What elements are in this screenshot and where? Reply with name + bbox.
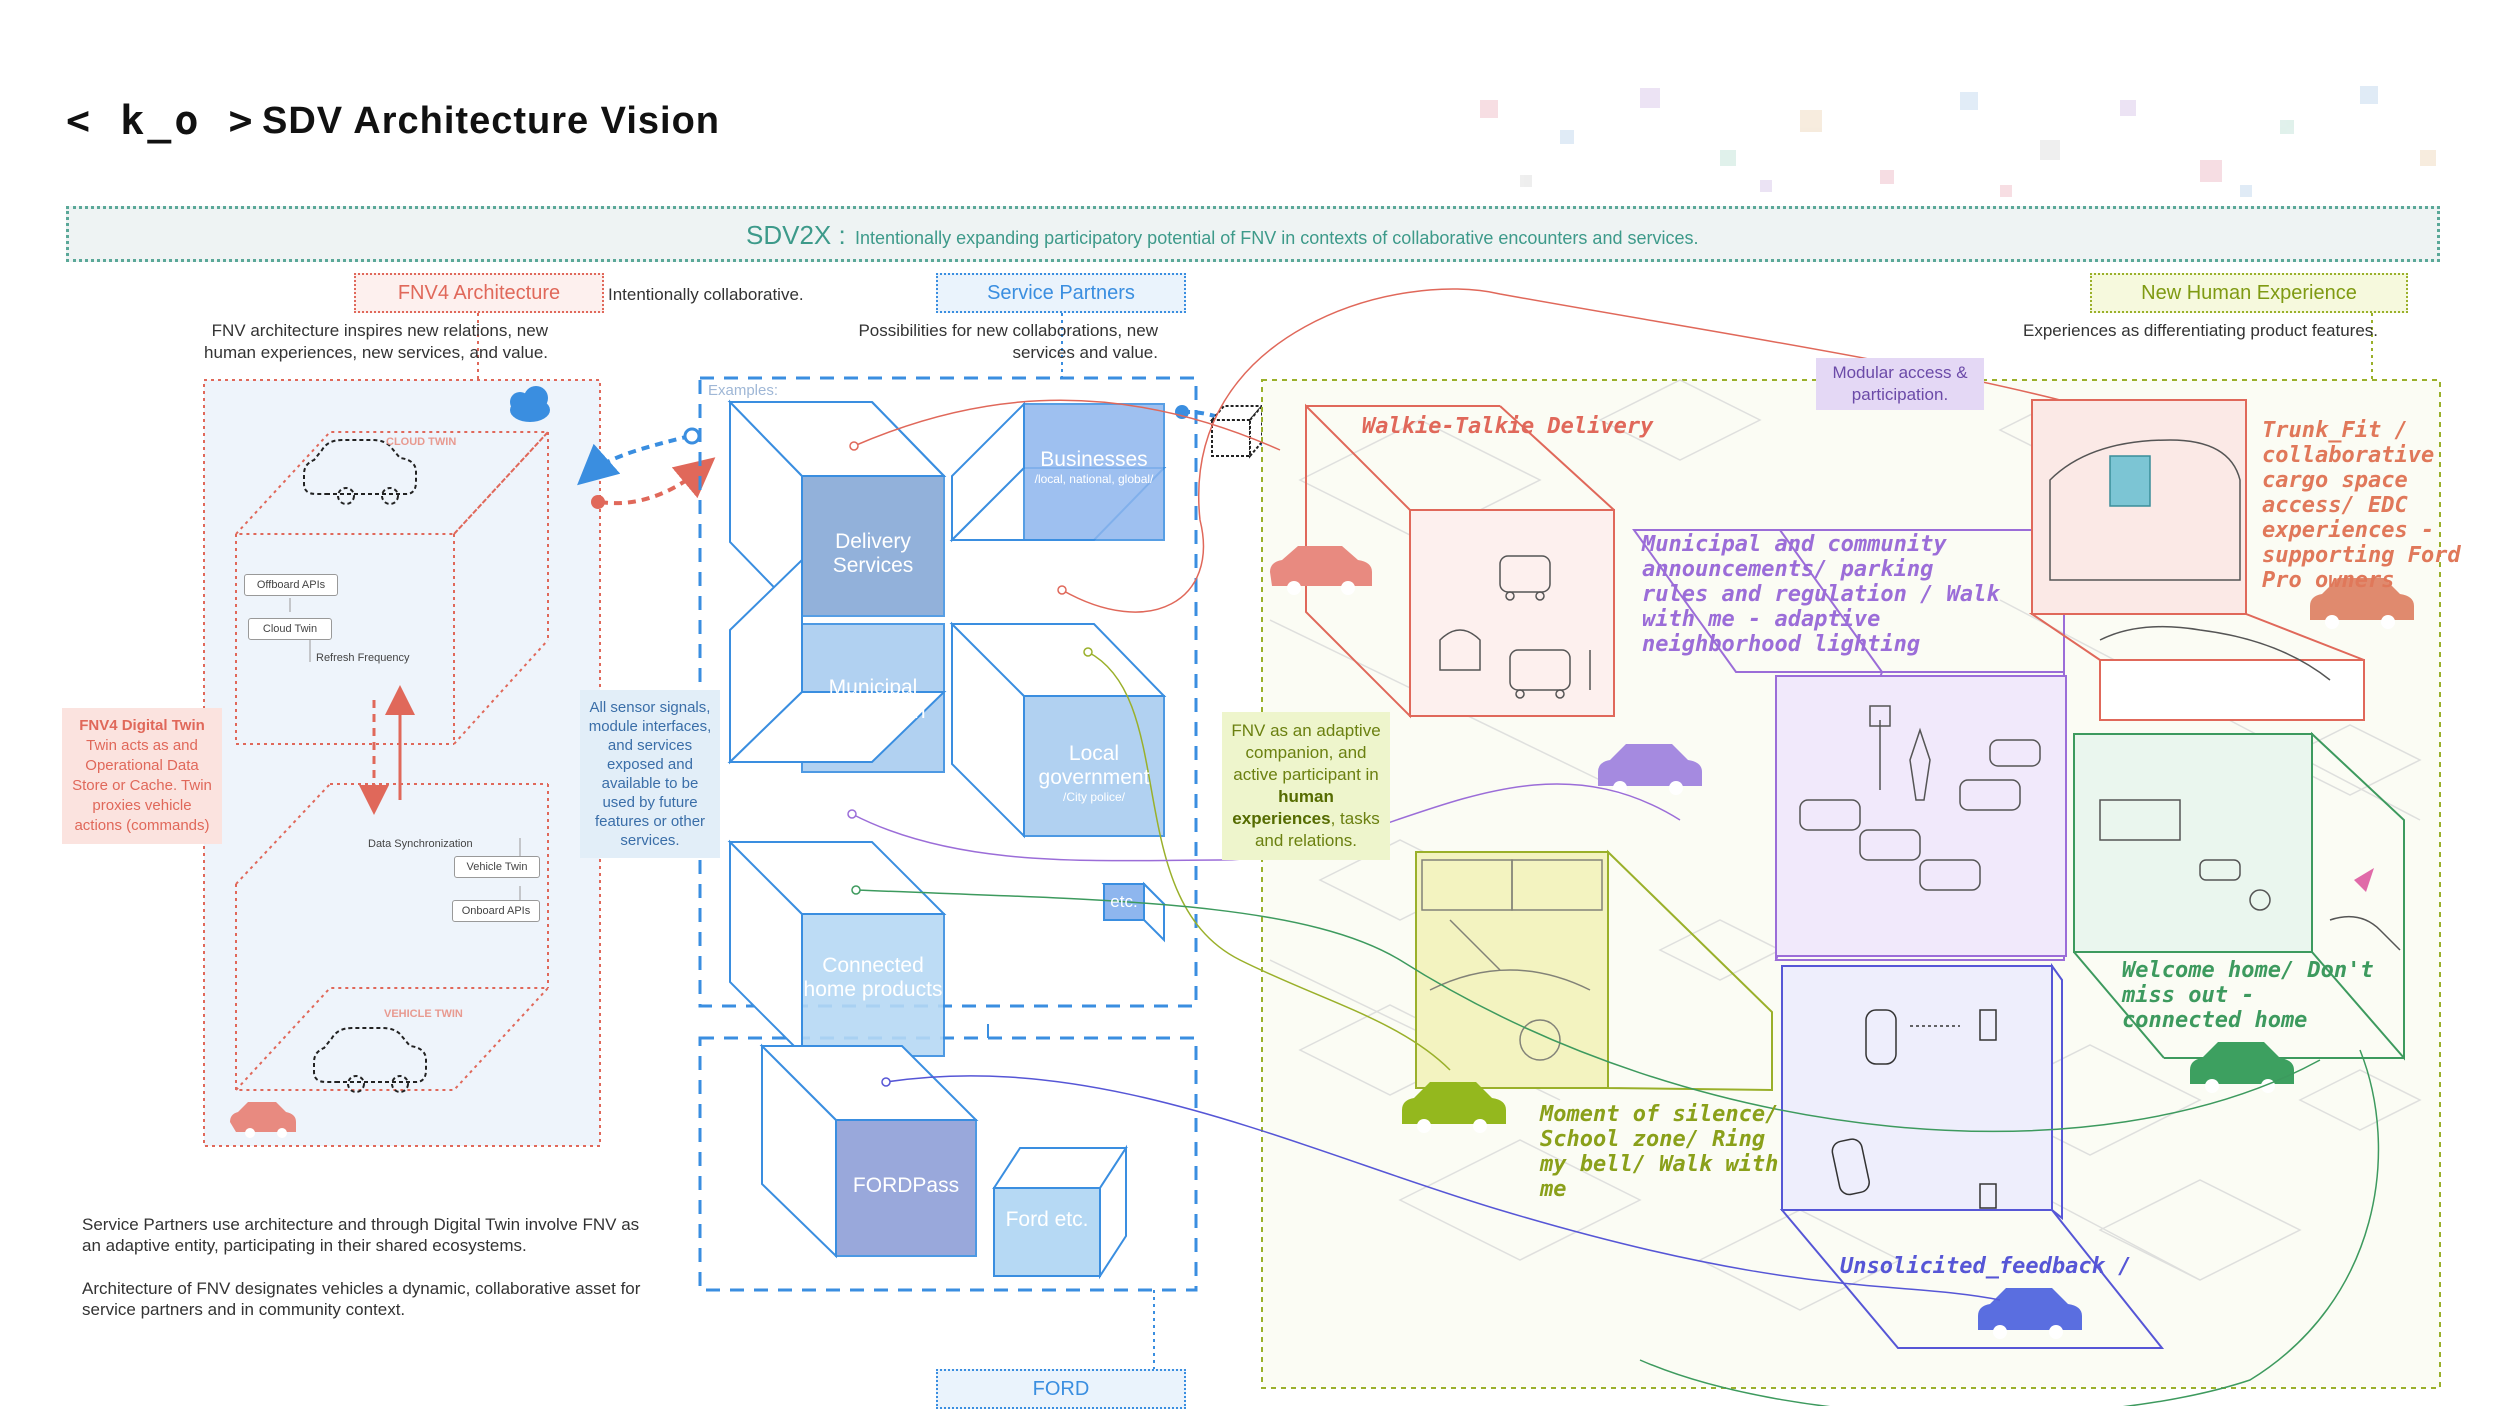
- car-outline-cloud: [303, 439, 417, 505]
- cube-businesses-label: Businesses /local, national, global/: [1024, 448, 1164, 486]
- cube-delivery: [727, 399, 947, 619]
- service-partners-tag: Service Partners: [936, 273, 1186, 313]
- cloud-icon: [510, 386, 550, 422]
- sensor-signals-note: All sensor signals, module interfaces, a…: [580, 690, 720, 858]
- cube-fordpass: [759, 1043, 979, 1259]
- data-sync-label: Data Synchronization: [368, 838, 473, 850]
- bottom-note-2: Architecture of FNV designates vehicles …: [82, 1279, 641, 1319]
- fnv4-architecture-tag: FNV4 Architecture: [354, 273, 604, 313]
- sdv2x-heading: SDV2X :: [746, 220, 846, 250]
- fnv-companion-note: FNV as an adaptive companion, and active…: [1222, 712, 1390, 860]
- service-partners-description: Possibilities for new collaborations, ne…: [858, 321, 1158, 362]
- ford-etc-label: Ford etc.: [1005, 1208, 1089, 1231]
- page-title: SDV Architecture Vision: [262, 100, 721, 142]
- car-icon-purple: [1598, 744, 1702, 795]
- vehicle-twin-cube: [233, 783, 551, 1091]
- cloud-twin-cube: [233, 431, 551, 745]
- etc-label: etc.: [1110, 892, 1138, 911]
- unsolicited-sketch: [1831, 1009, 1997, 1209]
- cloud-twin-label: CLOUD TWIN: [386, 436, 457, 448]
- cube-etc: [1101, 881, 1167, 943]
- fnv4-region: [203, 379, 601, 1147]
- walkie-sketch: [1439, 555, 1591, 699]
- moment-sketch: [1421, 859, 1603, 1061]
- businesses-label: Businesses: [1040, 448, 1148, 471]
- fordpass-label: FORDPass: [852, 1174, 960, 1197]
- cube-ford-etc: [992, 1144, 1128, 1280]
- bottom-notes: Service Partners use architecture and th…: [82, 1214, 642, 1342]
- connected-home-label: Connected home products: [803, 954, 943, 1001]
- businesses-sub: /local, national, global/: [1034, 472, 1154, 486]
- car-icon-lime: [1402, 1082, 1506, 1133]
- car-icon-red: [1270, 546, 1372, 595]
- offboard-apis-box: Offboard APIs: [244, 574, 338, 596]
- vehicle-twin-box: Vehicle Twin: [454, 856, 540, 878]
- unsolicited-box: [1779, 962, 2165, 1349]
- cube-municipal: [727, 557, 947, 773]
- nhe-description: Experiences as differentiating product f…: [2022, 321, 2378, 340]
- car-icon-orange: [2310, 578, 2414, 629]
- fnv-note-pre: FNV as an adaptive companion, and active…: [1231, 721, 1381, 784]
- welcome-home-box: [2073, 731, 2405, 1061]
- modular-access-note: Modular access & participation.: [1816, 358, 1984, 410]
- cube-municipal-label: Municipal corporation: [802, 676, 944, 724]
- trunk-sketch: [2049, 439, 2331, 681]
- parking-sketch: [1799, 705, 2041, 891]
- ford-region: [698, 1036, 1198, 1292]
- cube-connected-home-label: Connected home products: [802, 954, 944, 1002]
- trunk-fit-box: [2028, 399, 2365, 721]
- digital-twin-note: FNV4 Digital Twin Twin acts as and Opera…: [62, 708, 222, 844]
- walkie-talkie-delivery-label: Walkie-Talkie Delivery: [1362, 414, 1654, 439]
- cube-local-government: [949, 621, 1167, 839]
- municipal-corporation-label: Municipal corporation: [820, 676, 926, 723]
- fnv4-description: FNV architecture inspires new relations,…: [204, 321, 548, 362]
- cube-local-gov-label: Local government /City police/: [1024, 742, 1164, 804]
- walkie-talkie-box: [1305, 403, 1615, 719]
- sdv2x-banner: [66, 206, 2440, 262]
- unsolicited-feedback-label: Unsolicited_feedback /: [1840, 1254, 2132, 1279]
- examples-label: Examples:: [708, 382, 779, 399]
- fnv-note-bold: human experiences: [1232, 787, 1334, 828]
- onboard-apis-box: Onboard APIs: [452, 900, 540, 922]
- cube-icon-small: [1209, 403, 1265, 459]
- car-icon-fnv: [230, 1102, 296, 1138]
- car-icon-blue: [1978, 1288, 2082, 1339]
- logo: < k_o >: [66, 98, 256, 144]
- cube-delivery-label: Delivery Services: [802, 530, 944, 578]
- refresh-frequency-label: Refresh Frequency: [316, 652, 410, 664]
- trunk-fit-label: Trunk_Fit / collaborative cargo space ac…: [2262, 418, 2461, 593]
- local-government-label: Local government: [1038, 742, 1150, 789]
- car-outline-vehicle: [313, 1027, 427, 1093]
- moment-of-silence-label: Moment of silence/ School zone/ Ring my …: [1540, 1102, 1779, 1202]
- digital-twin-title: FNV4 Digital Twin: [79, 717, 205, 734]
- bottom-note-1: Service Partners use architecture and th…: [82, 1215, 640, 1255]
- new-human-experience-tag: New Human Experience: [2090, 273, 2408, 313]
- local-government-sub: /City police/: [1062, 790, 1126, 804]
- digital-twin-text: Twin acts as and Operational Data Store …: [72, 737, 212, 834]
- municipal-announcements-label: Municipal and community announcements/ p…: [1642, 532, 2000, 657]
- cloud-twin-box: Cloud Twin: [248, 618, 332, 640]
- municipal-box: [1632, 529, 2067, 961]
- sdv2x-text: Intentionally expanding participatory po…: [855, 228, 1699, 248]
- welcome-sketch: [2099, 799, 2401, 951]
- ford-tag: FORD: [936, 1369, 1186, 1409]
- cube-connected-home: [727, 839, 947, 1057]
- welcome-home-label: Welcome home/ Don't miss out - connected…: [2122, 958, 2374, 1033]
- delivery-services-label: Delivery Services: [832, 530, 914, 577]
- fnv4-note: Intentionally collaborative.: [608, 285, 804, 304]
- fnv-note-post: , tasks and relations.: [1254, 809, 1380, 850]
- vehicle-twin-label: VEHICLE TWIN: [384, 1008, 463, 1020]
- cube-businesses: [949, 401, 1167, 543]
